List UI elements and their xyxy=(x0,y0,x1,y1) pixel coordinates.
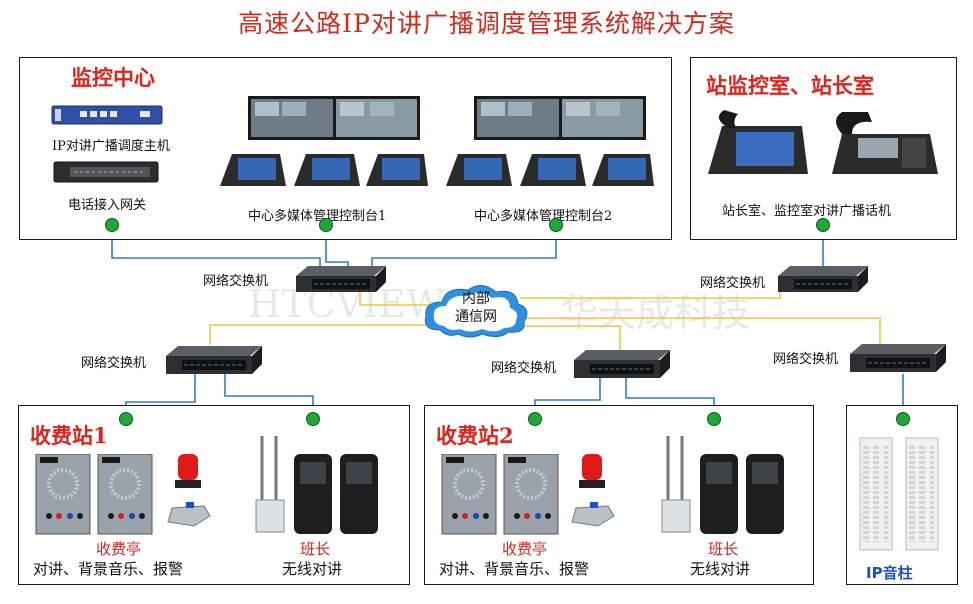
station-phone-label: 站长室、监控室对讲广播话机 xyxy=(722,204,892,219)
switch-station-room-label: 网络交换机 xyxy=(700,276,766,291)
switch-toll1-icon xyxy=(166,346,262,374)
cloud-line1: 内部 xyxy=(462,291,490,307)
cloud-line2: 通信网 xyxy=(455,309,497,325)
speaker-column-label: IP音柱 xyxy=(866,564,913,582)
toll1-alarm-icon xyxy=(167,454,211,527)
switch-station-room-icon xyxy=(778,266,868,292)
speaker-column-icon xyxy=(859,437,939,551)
node-console2 xyxy=(549,218,563,232)
node-console1 xyxy=(319,218,333,232)
link-console2 xyxy=(371,238,557,270)
phone-gateway-label: 电话接入网关 xyxy=(68,198,147,213)
toll2-leader-label: 班长 xyxy=(708,540,739,558)
toll2-wireless-label: 无线对讲 xyxy=(690,560,751,578)
switch-speaker-label: 网络交换机 xyxy=(773,352,839,367)
dispatch-host-label: IP对讲广播调度主机 xyxy=(52,139,170,154)
monitor-center-panel xyxy=(19,57,672,240)
trunk-center xyxy=(359,292,432,306)
node-toll1-radio xyxy=(306,412,320,426)
toll2-booth-label: 收费亭 xyxy=(502,540,548,558)
link-host xyxy=(111,238,321,270)
toll1-intercom-icon xyxy=(35,454,153,535)
toll1-wireless-label: 无线对讲 xyxy=(282,560,343,578)
toll2-intercom-icon xyxy=(441,454,559,535)
switch-center-label: 网络交换机 xyxy=(203,274,269,289)
node-speaker xyxy=(896,412,910,426)
toll1-leader-label: 班长 xyxy=(300,540,331,558)
console1-label: 中心多媒体管理控制台1 xyxy=(248,209,387,224)
toll2-alarm-icon xyxy=(571,454,615,527)
toll2-radio-icon xyxy=(661,436,784,534)
node-host xyxy=(105,218,119,232)
toll-station-2-title: 收费站2 xyxy=(436,423,514,448)
node-toll1-booth xyxy=(119,412,133,426)
switch-toll1-label: 网络交换机 xyxy=(81,356,147,371)
station-room-title: 站监控室、站长室 xyxy=(706,73,874,98)
console1-icon xyxy=(220,96,428,186)
switch-toll2-label: 网络交换机 xyxy=(491,361,557,376)
phone-gateway-icon xyxy=(53,161,159,183)
toll1-booth-desc: 对讲、背景音乐、报警 xyxy=(33,560,184,578)
toll1-booth-label: 收费亭 xyxy=(96,540,142,558)
cloud-icon xyxy=(424,285,528,338)
page-title: 高速公路IP对讲广播调度管理系统解决方案 xyxy=(238,9,735,38)
node-toll2-booth xyxy=(528,412,542,426)
node-toll2-radio xyxy=(707,412,721,426)
trunk-toll1 xyxy=(209,324,440,345)
node-station-room xyxy=(816,218,830,232)
toll1-radio-icon xyxy=(255,436,378,534)
console2-label: 中心多媒体管理控制台2 xyxy=(474,209,613,224)
switch-toll2-icon xyxy=(574,350,670,378)
switch-speaker-icon xyxy=(850,344,946,372)
console2-icon xyxy=(446,96,654,186)
link-toll1-right xyxy=(224,372,314,412)
trunk-speaker xyxy=(520,317,881,345)
trunk-toll2 xyxy=(500,325,621,350)
dispatch-host-icon xyxy=(51,105,163,125)
cloud-label: 内部 通信网 xyxy=(438,290,514,326)
station-phones-icon xyxy=(708,110,938,174)
monitor-center-title: 监控中心 xyxy=(71,65,155,90)
toll2-booth-desc: 对讲、背景音乐、报警 xyxy=(439,560,590,578)
toll-station-1-title: 收费站1 xyxy=(30,423,108,448)
switch-center-icon xyxy=(296,266,386,292)
